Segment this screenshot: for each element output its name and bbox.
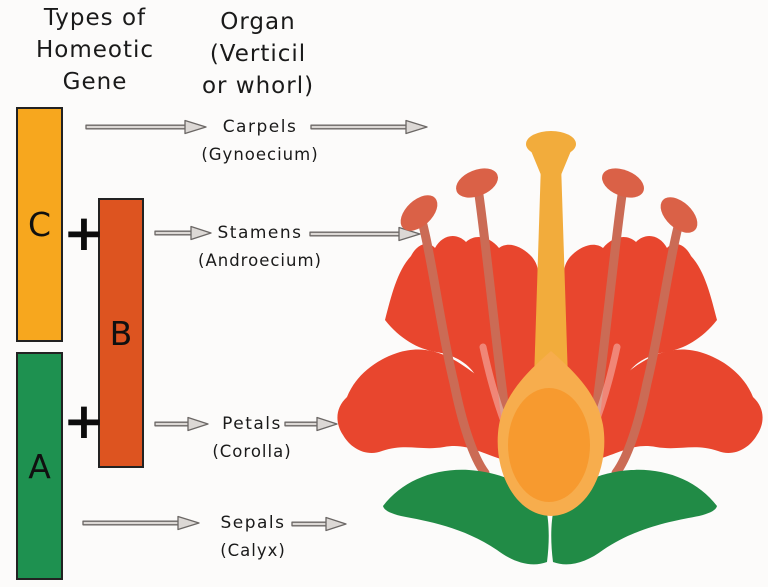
sepal-right-shape [551,469,717,565]
arrow-petals-to-flower [284,416,338,432]
petals-latin: (Corolla) [212,442,292,461]
sepals-name: Sepals [220,513,286,533]
arrow-carpels-to-flower [310,119,428,135]
arrow-sepals-to-flower [291,516,347,532]
gene-box-a: A [16,352,63,580]
anther-right-outer [660,197,698,233]
organ-label-sepals: Sepals (Calyx) [178,510,328,564]
organ-label-stamens: Stamens (Androecium) [185,220,335,274]
stamens-latin: (Androecium) [198,251,322,270]
stamens-name: Stamens [217,223,303,243]
petals-name: Petals [222,414,282,434]
gene-label-a: A [28,446,51,486]
gene-box-c: C [16,107,63,342]
stigma [526,131,576,157]
arrow-ab-to-petals [154,416,209,432]
plus-sign-c-b: + [63,204,105,262]
sepals-latin: (Calyx) [220,541,286,560]
gene-column-heading: Types of Homeotic Gene [35,5,155,95]
arrow-stamens-to-flower [309,226,421,242]
gene-label-c: C [27,205,52,244]
sepal-left-shape [383,469,549,565]
stamen-anthers [400,168,698,233]
filament-left-outer [418,220,490,478]
carpels-latin: (Gynoecium) [201,145,319,164]
ovary-inner [508,388,590,502]
organ-label-carpels: Carpels (Gynoecium) [185,114,335,168]
arrow-a-to-sepals [82,515,200,531]
anther-left-inner [456,168,498,198]
style-stalk [533,163,569,411]
organ-column-heading: Organ (Verticil or whorl) [201,9,315,99]
plus-sign-a-b: + [63,392,105,450]
carpels-name: Carpels [222,117,298,137]
anther-right-inner [602,168,644,198]
gene-box-b: B [98,198,144,468]
filament-right-outer [611,222,683,478]
organ-label-petals: Petals (Corolla) [177,411,327,465]
anther-left-outer [400,195,438,231]
gene-label-b: B [109,313,133,353]
arrow-c-to-carpels [85,119,207,135]
flower-cross-section [337,131,763,565]
arrow-cb-to-stamens [154,225,212,241]
petals-upper-shape [385,236,717,407]
